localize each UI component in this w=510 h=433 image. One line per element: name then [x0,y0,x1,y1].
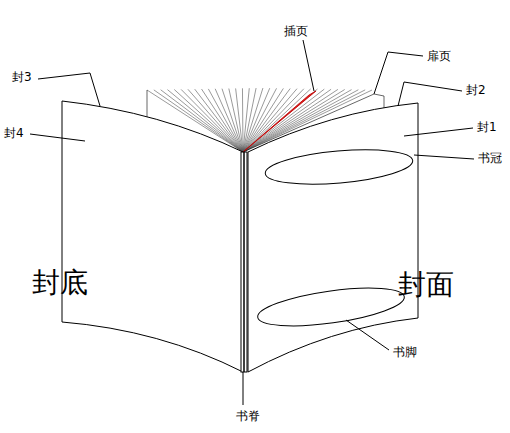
leader-line [374,52,423,94]
page-edge [236,88,243,152]
front-cover [248,103,418,372]
leader-line [38,73,100,106]
part-label: 书脚 [393,345,417,359]
spine-line [243,152,245,372]
cover-name: 封底 [32,266,88,300]
page-edge [222,89,243,152]
leader-line [346,320,389,350]
part-label: 封4 [4,126,24,140]
leader-line [398,82,462,106]
leader-lines [30,40,474,405]
part-label: 封1 [477,120,497,134]
page-edge [242,88,244,152]
part-label: 扉页 [427,49,451,63]
part-label: 插页 [284,24,308,38]
part-label: 封2 [466,83,486,97]
cover-name: 封面 [398,268,454,302]
page-edge [147,90,148,118]
part-label: 书脊 [236,409,260,423]
part-label: 书冠 [478,151,502,165]
head-ellipse [264,145,414,190]
foot-ellipse [255,281,406,333]
leader-line [303,40,314,91]
part-label: 封3 [12,70,32,84]
leader-line [243,372,244,405]
page-edge [229,89,243,152]
leader-line [414,155,474,159]
back-cover [62,101,243,372]
leader-line [404,128,473,136]
spine [241,152,247,372]
leader-line [30,134,85,141]
